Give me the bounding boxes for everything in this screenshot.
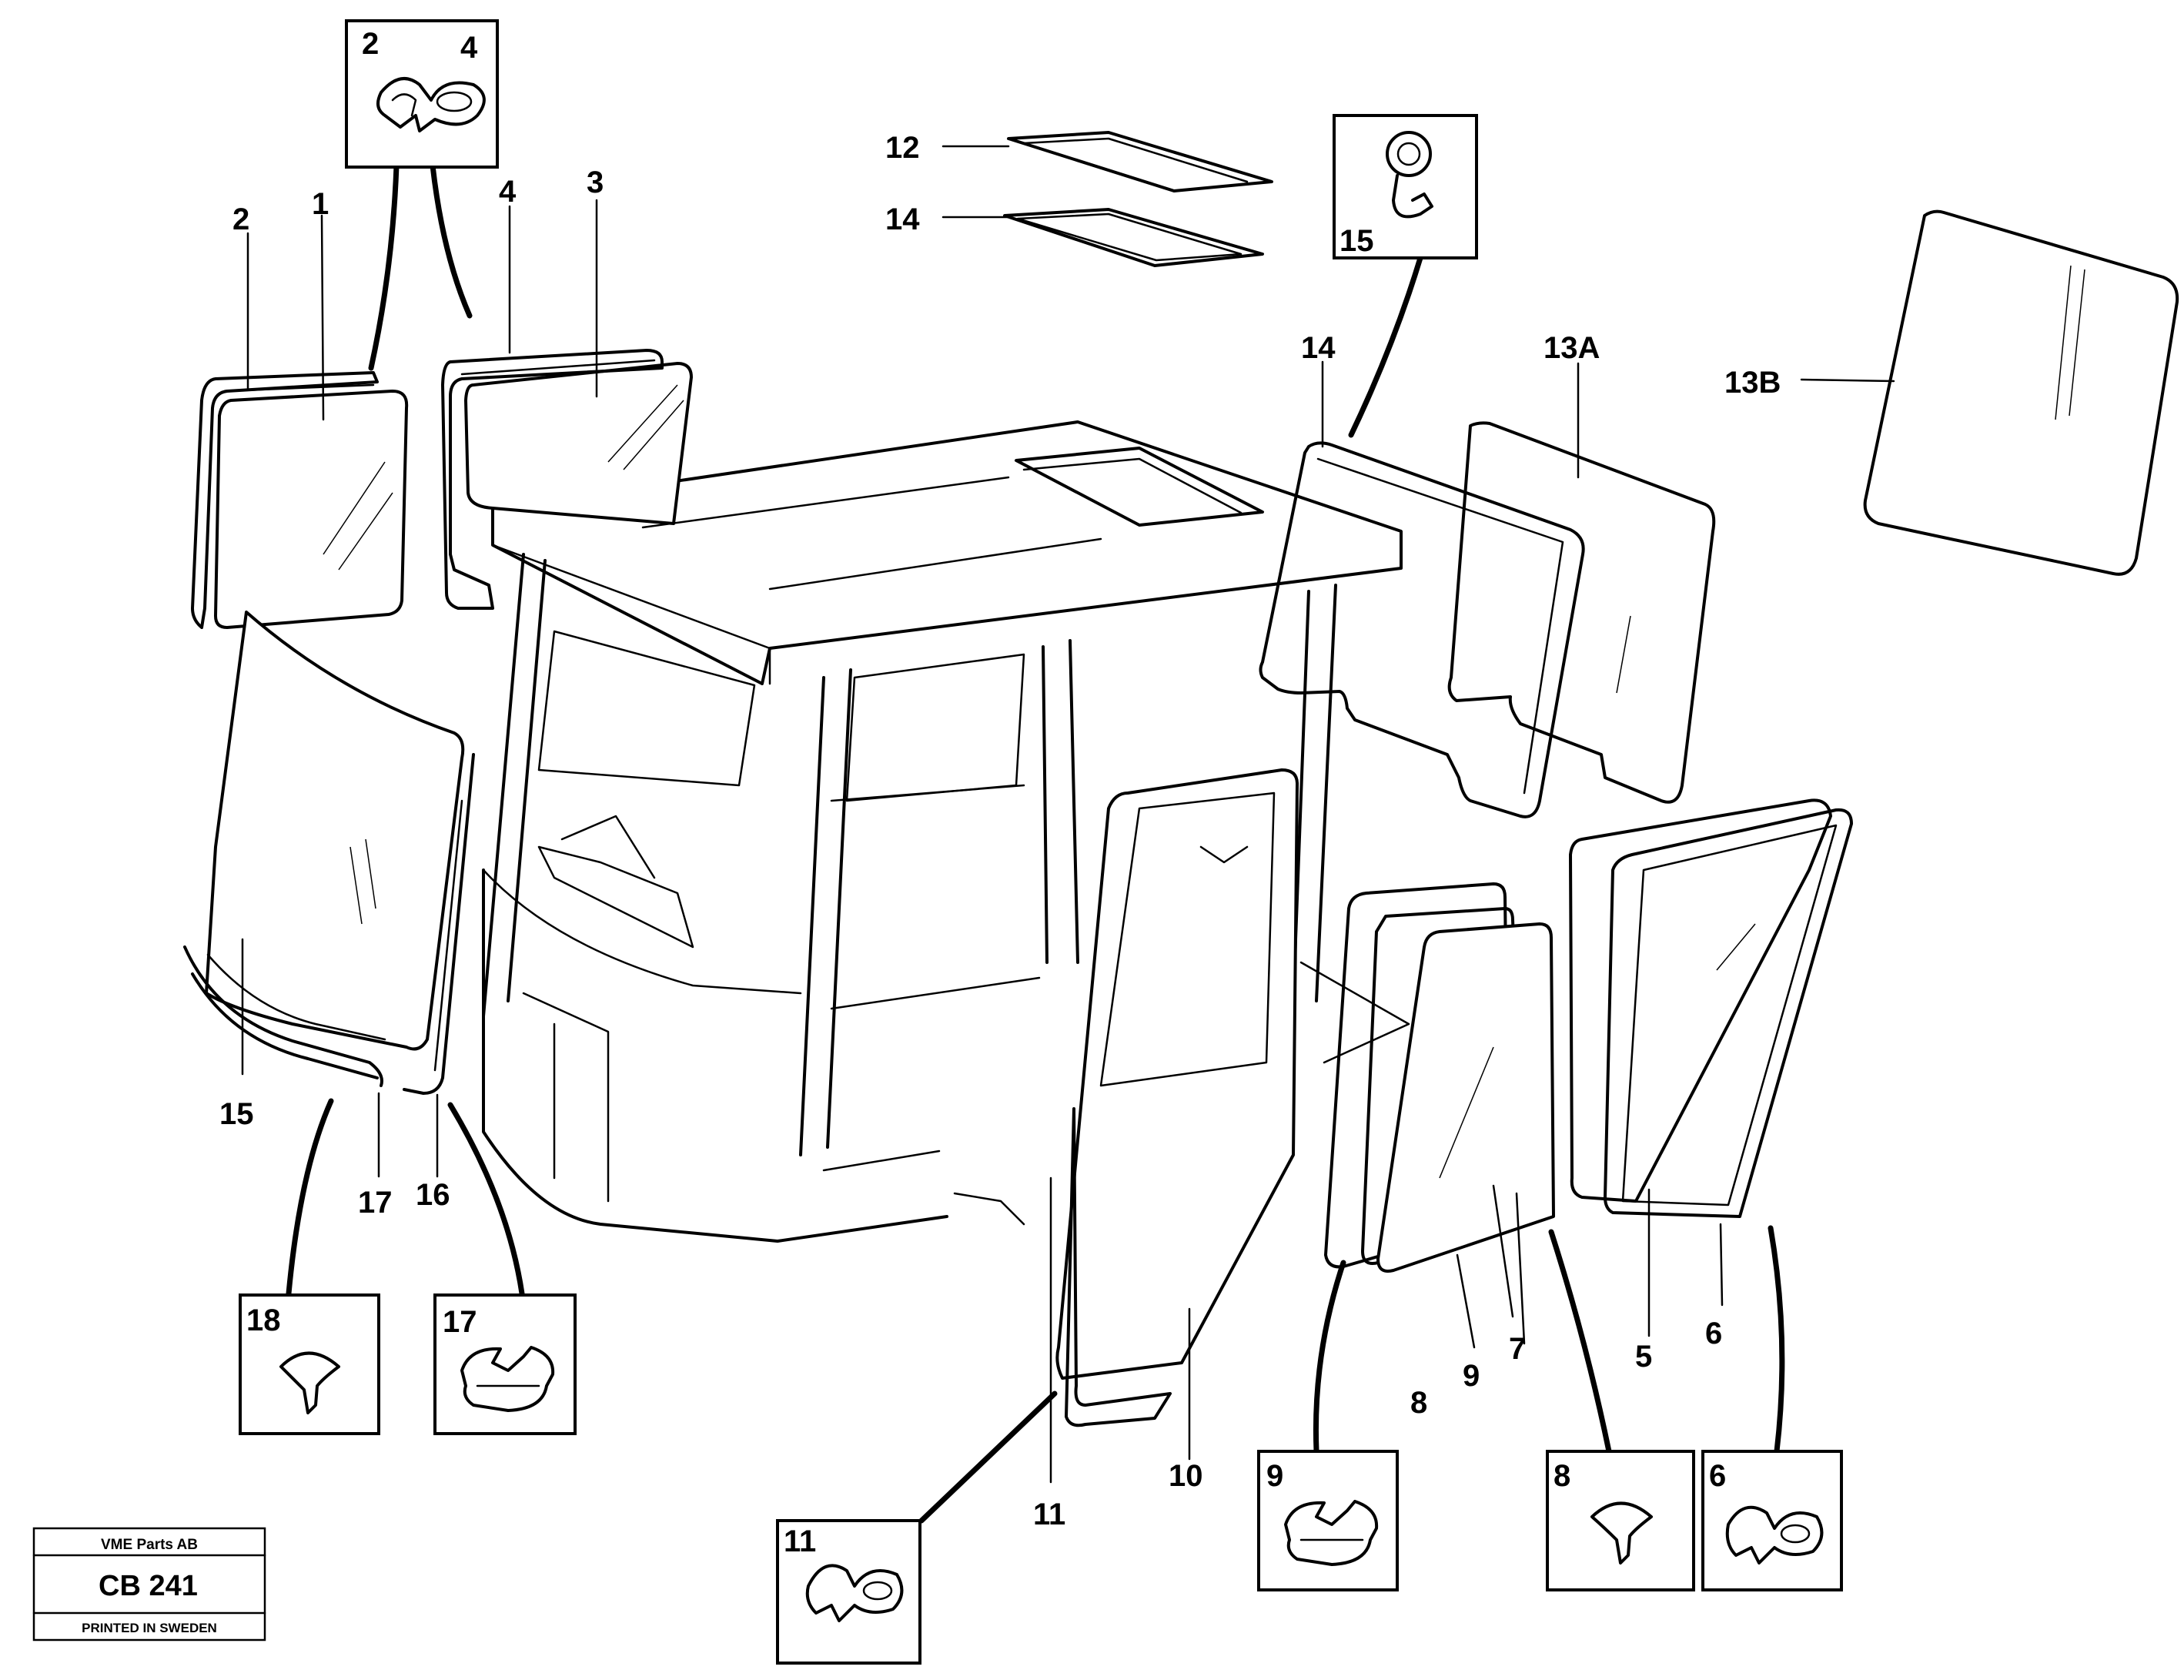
seal-6 <box>1604 808 1853 1218</box>
detail-box-18: 18 <box>239 1293 380 1435</box>
callout-2: 2 <box>232 202 249 236</box>
roof-hatch-12 <box>1007 131 1273 192</box>
detail-label-6: 6 <box>1709 1459 1726 1493</box>
callout-17: 16 <box>416 1178 450 1212</box>
callout-5: 5 <box>1635 1340 1652 1374</box>
stamp-code: CB 241 <box>99 1570 198 1602</box>
detail-label-4: 4 <box>460 31 478 65</box>
callout-15: 14 <box>1301 331 1336 365</box>
rear-window-13b <box>1863 209 2179 576</box>
detail-label-18: 18 <box>246 1304 281 1337</box>
detail-label-8: 8 <box>1554 1459 1570 1493</box>
callout-11: 11 <box>1033 1498 1065 1531</box>
detail-label-11: 11 <box>784 1524 816 1558</box>
seal-15 <box>1259 441 1585 818</box>
seal-4 <box>441 349 664 610</box>
window-5-glass <box>1569 798 1832 1203</box>
profile-seal-icon <box>279 1351 340 1414</box>
callout-labels: 12 14 14 13A 13B 13B 2 1 4 3 15 17 16 11… <box>219 131 1722 1531</box>
stamp-printed: PRINTED IN SWEDEN <box>82 1621 217 1635</box>
hatch-seal-14 <box>1003 208 1264 267</box>
profile-seal-icon <box>376 77 486 132</box>
callout-8: 8 <box>1410 1386 1427 1420</box>
window-1-glass <box>214 390 409 629</box>
callout-4: 4 <box>499 175 517 209</box>
profile-seal-icon <box>1590 1501 1653 1565</box>
seal-2 <box>191 371 379 629</box>
profile-seal-icon <box>1284 1500 1379 1566</box>
detail-label-17: 17 <box>443 1305 477 1339</box>
detail-label-15: 15 <box>1339 224 1374 258</box>
windshield-16 <box>205 611 465 1051</box>
detail-leaders <box>286 162 1785 1524</box>
profile-seal-icon <box>805 1564 904 1622</box>
window-7-glass <box>1376 922 1555 1273</box>
publisher-stamp: VME Parts AB CB 241 PRINTED IN SWEDEN <box>32 1527 266 1642</box>
detail-label-2: 2 <box>362 27 379 61</box>
callout-14: 14 <box>885 202 920 236</box>
callout-13b: 13B <box>1724 366 1781 400</box>
detail-box-15: 15 <box>1333 114 1478 259</box>
profile-seal-icon <box>1725 1505 1824 1565</box>
callout-10: 10 <box>1169 1459 1203 1493</box>
callout-9: 9 <box>1463 1359 1480 1393</box>
detail-box-6: 6 <box>1701 1450 1843 1591</box>
callout-12: 12 <box>885 131 920 165</box>
callout-13a: 13A <box>1544 331 1600 365</box>
window-3-glass <box>464 362 693 525</box>
detail-box-11: 11 <box>776 1519 921 1665</box>
detail-box-17: 17 <box>433 1293 577 1435</box>
detail-box-2-4: 2 4 <box>345 19 499 169</box>
callout-3: 3 <box>587 166 604 199</box>
stamp-company: VME Parts AB <box>101 1537 198 1553</box>
door-10 <box>1055 768 1299 1380</box>
seal-18 <box>183 945 386 1087</box>
callout-1: 1 <box>312 187 329 221</box>
callout-6: 6 <box>1705 1317 1722 1350</box>
seal-17 <box>403 753 475 1095</box>
profile-seal-icon <box>1386 131 1433 219</box>
callout-16: 15 <box>219 1097 254 1131</box>
callout-18: 17 <box>358 1186 393 1220</box>
seal-11 <box>1065 1107 1172 1427</box>
detail-box-8: 8 <box>1546 1450 1695 1591</box>
callout-7: 7 <box>1509 1332 1526 1366</box>
seal-8 <box>1324 882 1510 1269</box>
profile-seal-icon <box>460 1346 555 1412</box>
detail-label-9: 9 <box>1266 1459 1283 1493</box>
detail-box-9: 9 <box>1257 1450 1399 1591</box>
leader-lines <box>241 145 1895 1484</box>
rear-window-13a <box>1447 421 1716 804</box>
